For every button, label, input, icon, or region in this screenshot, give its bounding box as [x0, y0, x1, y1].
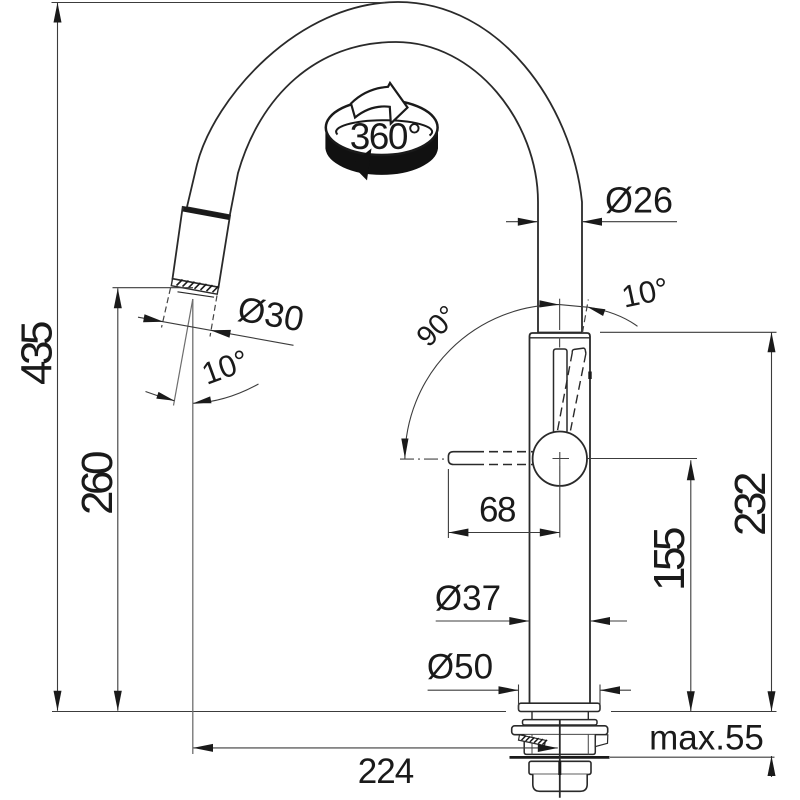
svg-text:Ø37: Ø37	[435, 579, 501, 618]
svg-text:360°: 360°	[350, 116, 421, 157]
svg-text:232: 232	[726, 473, 775, 536]
svg-text:224: 224	[358, 752, 414, 791]
svg-text:Ø26: Ø26	[605, 179, 673, 220]
svg-text:max.55: max.55	[649, 719, 764, 758]
svg-text:260: 260	[73, 452, 122, 515]
svg-text:68: 68	[479, 491, 515, 530]
svg-text:155: 155	[645, 528, 694, 591]
svg-text:Ø50: Ø50	[427, 648, 493, 687]
svg-text:435: 435	[12, 322, 61, 385]
